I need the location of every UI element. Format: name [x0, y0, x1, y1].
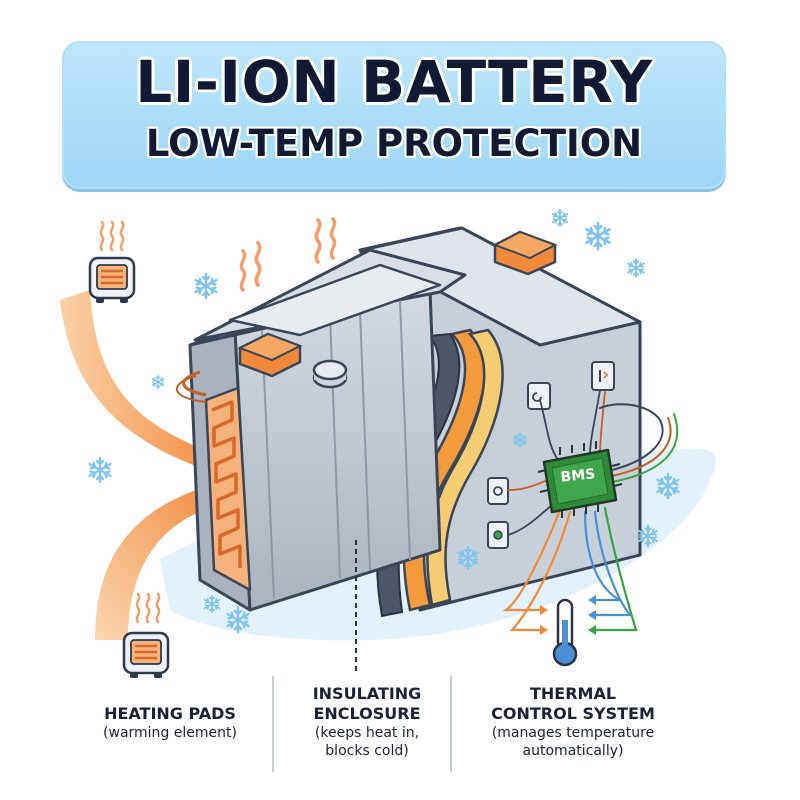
- heat-wave-icon: [256, 243, 259, 285]
- heat-wave-icon: [137, 594, 139, 622]
- caption-subtitle: (warming element): [60, 724, 280, 742]
- divider: [450, 676, 452, 772]
- heat-wave-icon: [331, 219, 334, 258]
- caption-thermal-control-system: THERMAL CONTROL SYSTEM (manages temperat…: [458, 684, 688, 760]
- heat-wave-icon: [121, 222, 123, 250]
- heater-icon: [90, 258, 134, 303]
- heater-icon: [124, 633, 168, 678]
- switch-icon: [488, 522, 508, 548]
- heat-wave-icon: [157, 594, 159, 622]
- thermometer-icon: [554, 600, 576, 665]
- snowflake-icon: [628, 259, 644, 277]
- caption-subtitle: (keeps heat in,: [282, 724, 452, 742]
- snowflake-icon: [196, 274, 217, 298]
- caption-subtitle: automatically): [458, 742, 688, 760]
- caption-subtitle: (manages temperature: [458, 724, 688, 742]
- heat-wave-icon: [316, 220, 319, 262]
- heat-wave-icon: [111, 222, 113, 250]
- caption-title: THERMAL CONTROL SYSTEM: [458, 684, 688, 724]
- caption-subtitle: blocks cold): [282, 742, 452, 760]
- heat-wave-icon: [147, 594, 149, 622]
- caption-title: HEATING PADS: [60, 704, 280, 724]
- heat-wave-icon: [241, 251, 244, 290]
- divider: [272, 676, 274, 772]
- caption-title: INSULATING ENCLOSURE: [282, 684, 452, 724]
- switch-icon: [488, 478, 508, 504]
- switch-icon: [528, 383, 550, 409]
- switch-icon: [592, 362, 614, 390]
- snowflake-icon: [90, 458, 111, 482]
- snowflake-icon: [152, 375, 163, 388]
- terminal-negative: [314, 361, 346, 387]
- snowflake-icon: [587, 223, 610, 249]
- caption-insulating-enclosure: INSULATING ENCLOSURE (keeps heat in, blo…: [282, 684, 452, 760]
- caption-heating-pads: HEATING PADS (warming element): [60, 704, 280, 742]
- heat-wave-icon: [101, 222, 103, 250]
- snowflake-icon: [553, 210, 568, 227]
